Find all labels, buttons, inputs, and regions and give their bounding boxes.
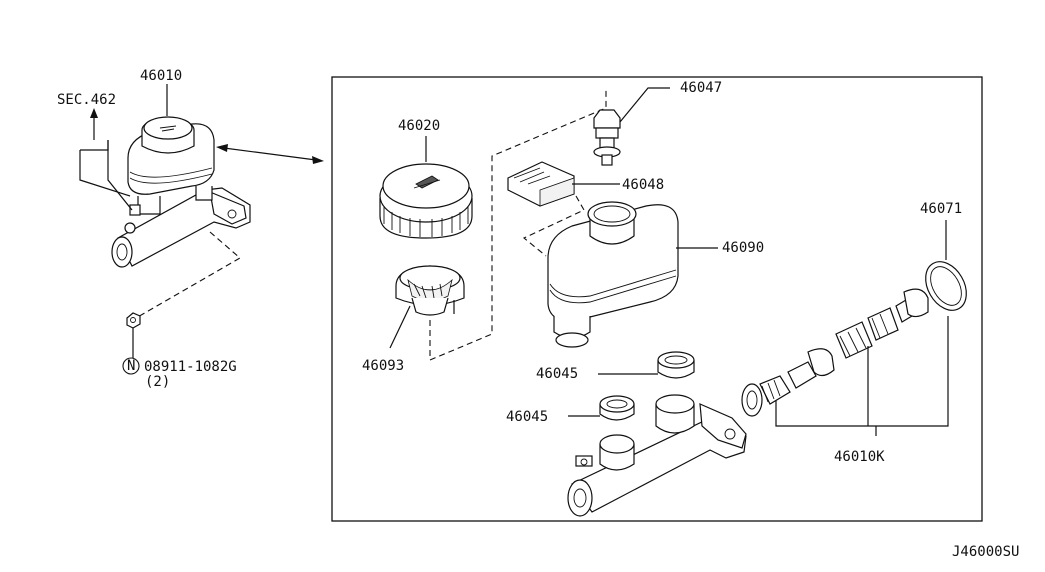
label-nut-part: 08911-1082G	[144, 359, 237, 375]
label-strainer: 46093	[362, 358, 404, 374]
cylinder-body-illustration	[567, 394, 747, 517]
assembly-illustration	[111, 116, 251, 268]
label-nut-prefix: N	[127, 358, 135, 374]
detail-frame	[331, 76, 983, 522]
grommet-upper-illustration	[598, 351, 695, 379]
label-figure-code: J46000SU	[952, 544, 1019, 560]
label-reservoir: 46090	[722, 240, 764, 256]
label-sec-ref: SEC.462	[57, 92, 116, 108]
label-grommet-lower: 46045	[506, 409, 548, 425]
pin-illustration	[507, 161, 620, 207]
seal-illustration	[925, 220, 967, 311]
label-seal: 46071	[920, 201, 962, 217]
piston-kit-illustration	[741, 288, 949, 436]
label-assembly: 46010	[140, 68, 182, 84]
label-grommet-upper: 46045	[536, 366, 578, 382]
label-bolt: 46047	[680, 80, 722, 96]
nut-prefix-circle	[122, 357, 140, 375]
strainer-illustration	[389, 265, 465, 349]
label-piston-kit: 46010K	[834, 449, 885, 465]
label-cap: 46020	[398, 118, 440, 134]
reservoir-illustration	[547, 201, 718, 348]
label-nut-qty: (2)	[145, 374, 170, 390]
cap-illustration	[379, 136, 473, 239]
sec-reference-pointer	[79, 108, 133, 211]
label-pin: 46048	[622, 177, 664, 193]
exploded-view-arrow	[216, 144, 324, 164]
nut-illustration	[122, 231, 241, 375]
bolt-illustration	[593, 87, 670, 166]
grommet-lower-illustration	[568, 395, 635, 421]
dashed-guide-strainer	[429, 88, 607, 361]
